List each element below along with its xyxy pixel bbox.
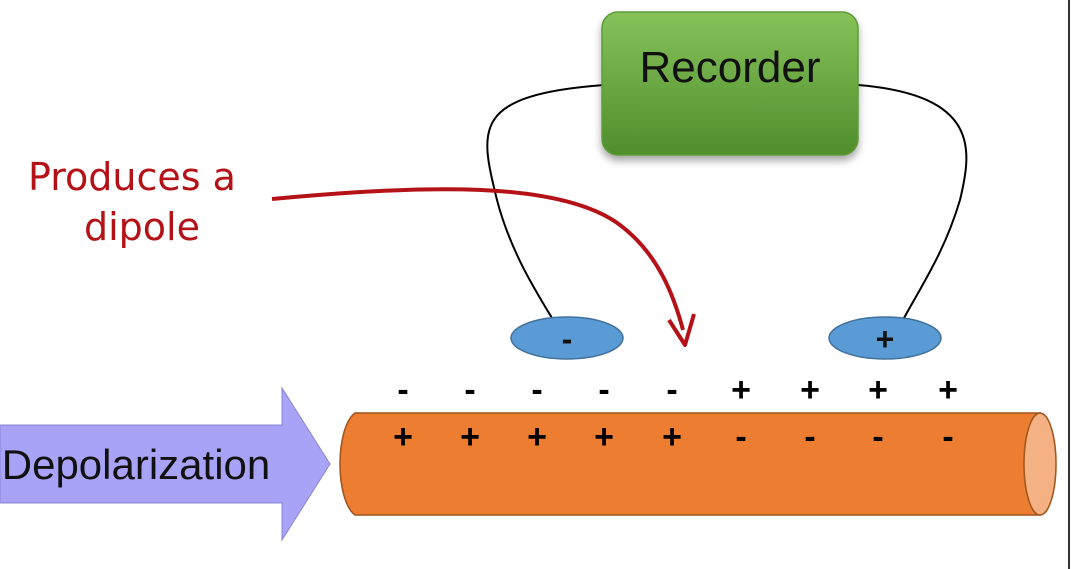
electrode-negative — [510, 316, 624, 360]
outer-charges: - - - - - + + + + — [397, 371, 958, 409]
annotation-line-1: Produces a — [28, 155, 236, 199]
outer-charge-3: - — [531, 371, 542, 409]
outer-charge-2: - — [464, 371, 475, 409]
axon-body — [339, 412, 1041, 516]
wire-left — [486, 84, 605, 319]
outer-charge-6: + — [731, 371, 751, 409]
inner-charge-6: - — [735, 418, 746, 456]
inner-charge-3: + — [527, 418, 547, 456]
recorder-box — [601, 11, 859, 156]
wire-right — [857, 84, 968, 319]
outer-charge-5: - — [666, 371, 677, 409]
outer-charge-9: + — [938, 371, 958, 409]
inner-charge-5: + — [662, 418, 682, 456]
recorder-label: Recorder — [640, 43, 821, 92]
inner-charge-9: - — [942, 418, 953, 456]
inner-charge-4: + — [594, 418, 614, 456]
electrode-positive — [828, 316, 942, 360]
inner-charge-1: + — [393, 418, 413, 456]
outer-charge-1: - — [397, 371, 408, 409]
inner-charge-2: + — [460, 418, 480, 456]
inner-charge-8: - — [872, 418, 883, 456]
depolarization-label: Depolarization — [2, 441, 271, 488]
outer-charge-4: - — [598, 371, 609, 409]
annotation-arrow — [271, 187, 685, 331]
electrode-negative-sign: - — [562, 321, 573, 357]
inner-charge-7: - — [804, 418, 815, 456]
depolarization-arrow — [0, 386, 331, 542]
inner-charges: + + + + + - - - - — [393, 418, 954, 456]
axon-end — [1023, 412, 1057, 516]
outer-charge-7: + — [800, 371, 820, 409]
outer-charge-8: + — [868, 371, 888, 409]
electrode-positive-sign: + — [876, 321, 895, 357]
annotation-line-2: dipole — [84, 205, 200, 249]
annotation-arrowhead — [667, 313, 696, 347]
